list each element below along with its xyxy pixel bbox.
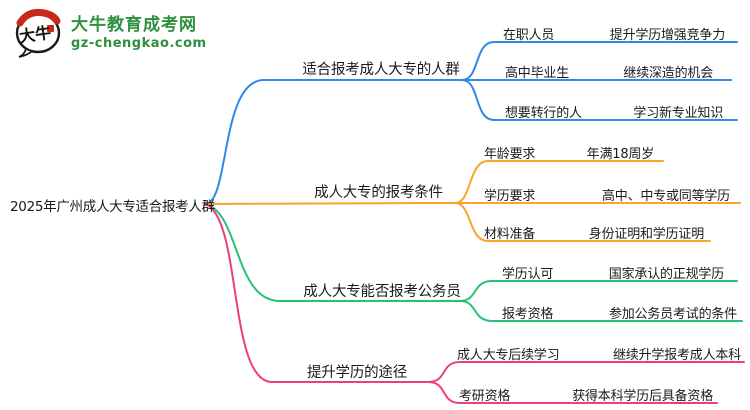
leaf-label: 年龄要求 [484,147,536,162]
leaf-label: 高中毕业生 [505,66,570,81]
branch-label-upgrade-paths: 提升学历的途径 [306,365,408,381]
leaf-value: 身份证明和学历证明 [588,227,704,242]
leaf-label: 想要转行的人 [505,106,582,121]
branch-label-requirements: 成人大专的报考条件 [314,185,443,201]
leaf-label: 学历认可 [502,267,554,282]
logo-text: 大牛教育成考网 gz-chengkao.com [71,15,207,52]
leaf-row: 高中毕业生 继续深造的机会 [500,62,718,81]
leaf-row: 成人大专后续学习 继续升学报考成人本科 [452,344,746,363]
brand-domain: gz-chengkao.com [71,35,207,51]
branch-label-civil-servant: 成人大专能否报考公务员 [303,284,461,300]
leaf-label: 成人大专后续学习 [457,348,560,363]
brand-name: 大牛教育成考网 [71,14,197,35]
leaf-label: 在职人员 [503,28,555,43]
leaf-row: 考研资格 获得本科学历后具备资格 [454,385,718,404]
leaf-row: 报考资格 参加公务员考试的条件 [497,303,742,322]
branch-label-suitable-people: 适合报考成人大专的人群 [302,62,460,78]
leaf-value: 参加公务员考试的条件 [608,307,737,322]
red-seal [47,25,54,32]
leaf-row: 学历认可 国家承认的正规学历 [497,263,729,282]
leaf-value: 继续升学报考成人本科 [612,348,741,363]
logo-bubble-icon: 大牛 [15,9,61,58]
leaf-label: 学历要求 [484,189,536,204]
leaf-value: 国家承认的正规学历 [608,267,724,282]
root-node: 2025年广州成人大专适合报考人群 [10,199,215,215]
bubble-tail [18,47,34,58]
leaf-row: 材料准备 身份证明和学历证明 [479,223,709,242]
leaf-value: 高中、中专或同等学历 [601,189,730,204]
red-arc [16,9,61,27]
leaf-label: 考研资格 [459,389,511,404]
leaf-value: 提升学历增强竞争力 [609,28,725,43]
leaf-value: 获得本科学历后具备资格 [572,389,713,404]
leaf-label: 报考资格 [502,307,554,322]
leaf-row: 年龄要求 年满18周岁 [479,143,659,162]
logo-icon-text: 大牛 [18,23,52,46]
leaf-value: 年满18周岁 [586,147,655,162]
leaf-row: 想要转行的人 学习新专业知识 [500,102,728,121]
leaf-label: 材料准备 [484,227,536,242]
site-logo: 大牛 大牛教育成考网 gz-chengkao.com [12,8,207,58]
leaf-value: 学习新专业知识 [633,106,723,121]
leaf-row: 学历要求 高中、中专或同等学历 [479,185,735,204]
leaf-value: 继续深造的机会 [623,66,713,81]
leaf-row: 在职人员 提升学历增强竞争力 [498,24,730,43]
